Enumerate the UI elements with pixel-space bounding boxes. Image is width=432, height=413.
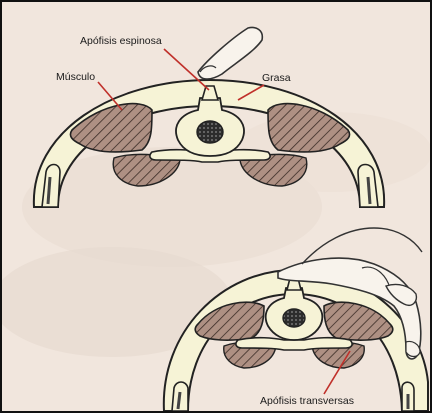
- label-spinous-process: Apófisis espinosa: [80, 35, 162, 47]
- label-muscle: Músculo: [56, 71, 95, 83]
- top-spinal-canal: [197, 121, 223, 143]
- bottom-spinal-canal: [283, 309, 305, 327]
- label-fat: Grasa: [262, 72, 291, 84]
- label-transverse-processes: Apófisis transversas: [260, 395, 354, 407]
